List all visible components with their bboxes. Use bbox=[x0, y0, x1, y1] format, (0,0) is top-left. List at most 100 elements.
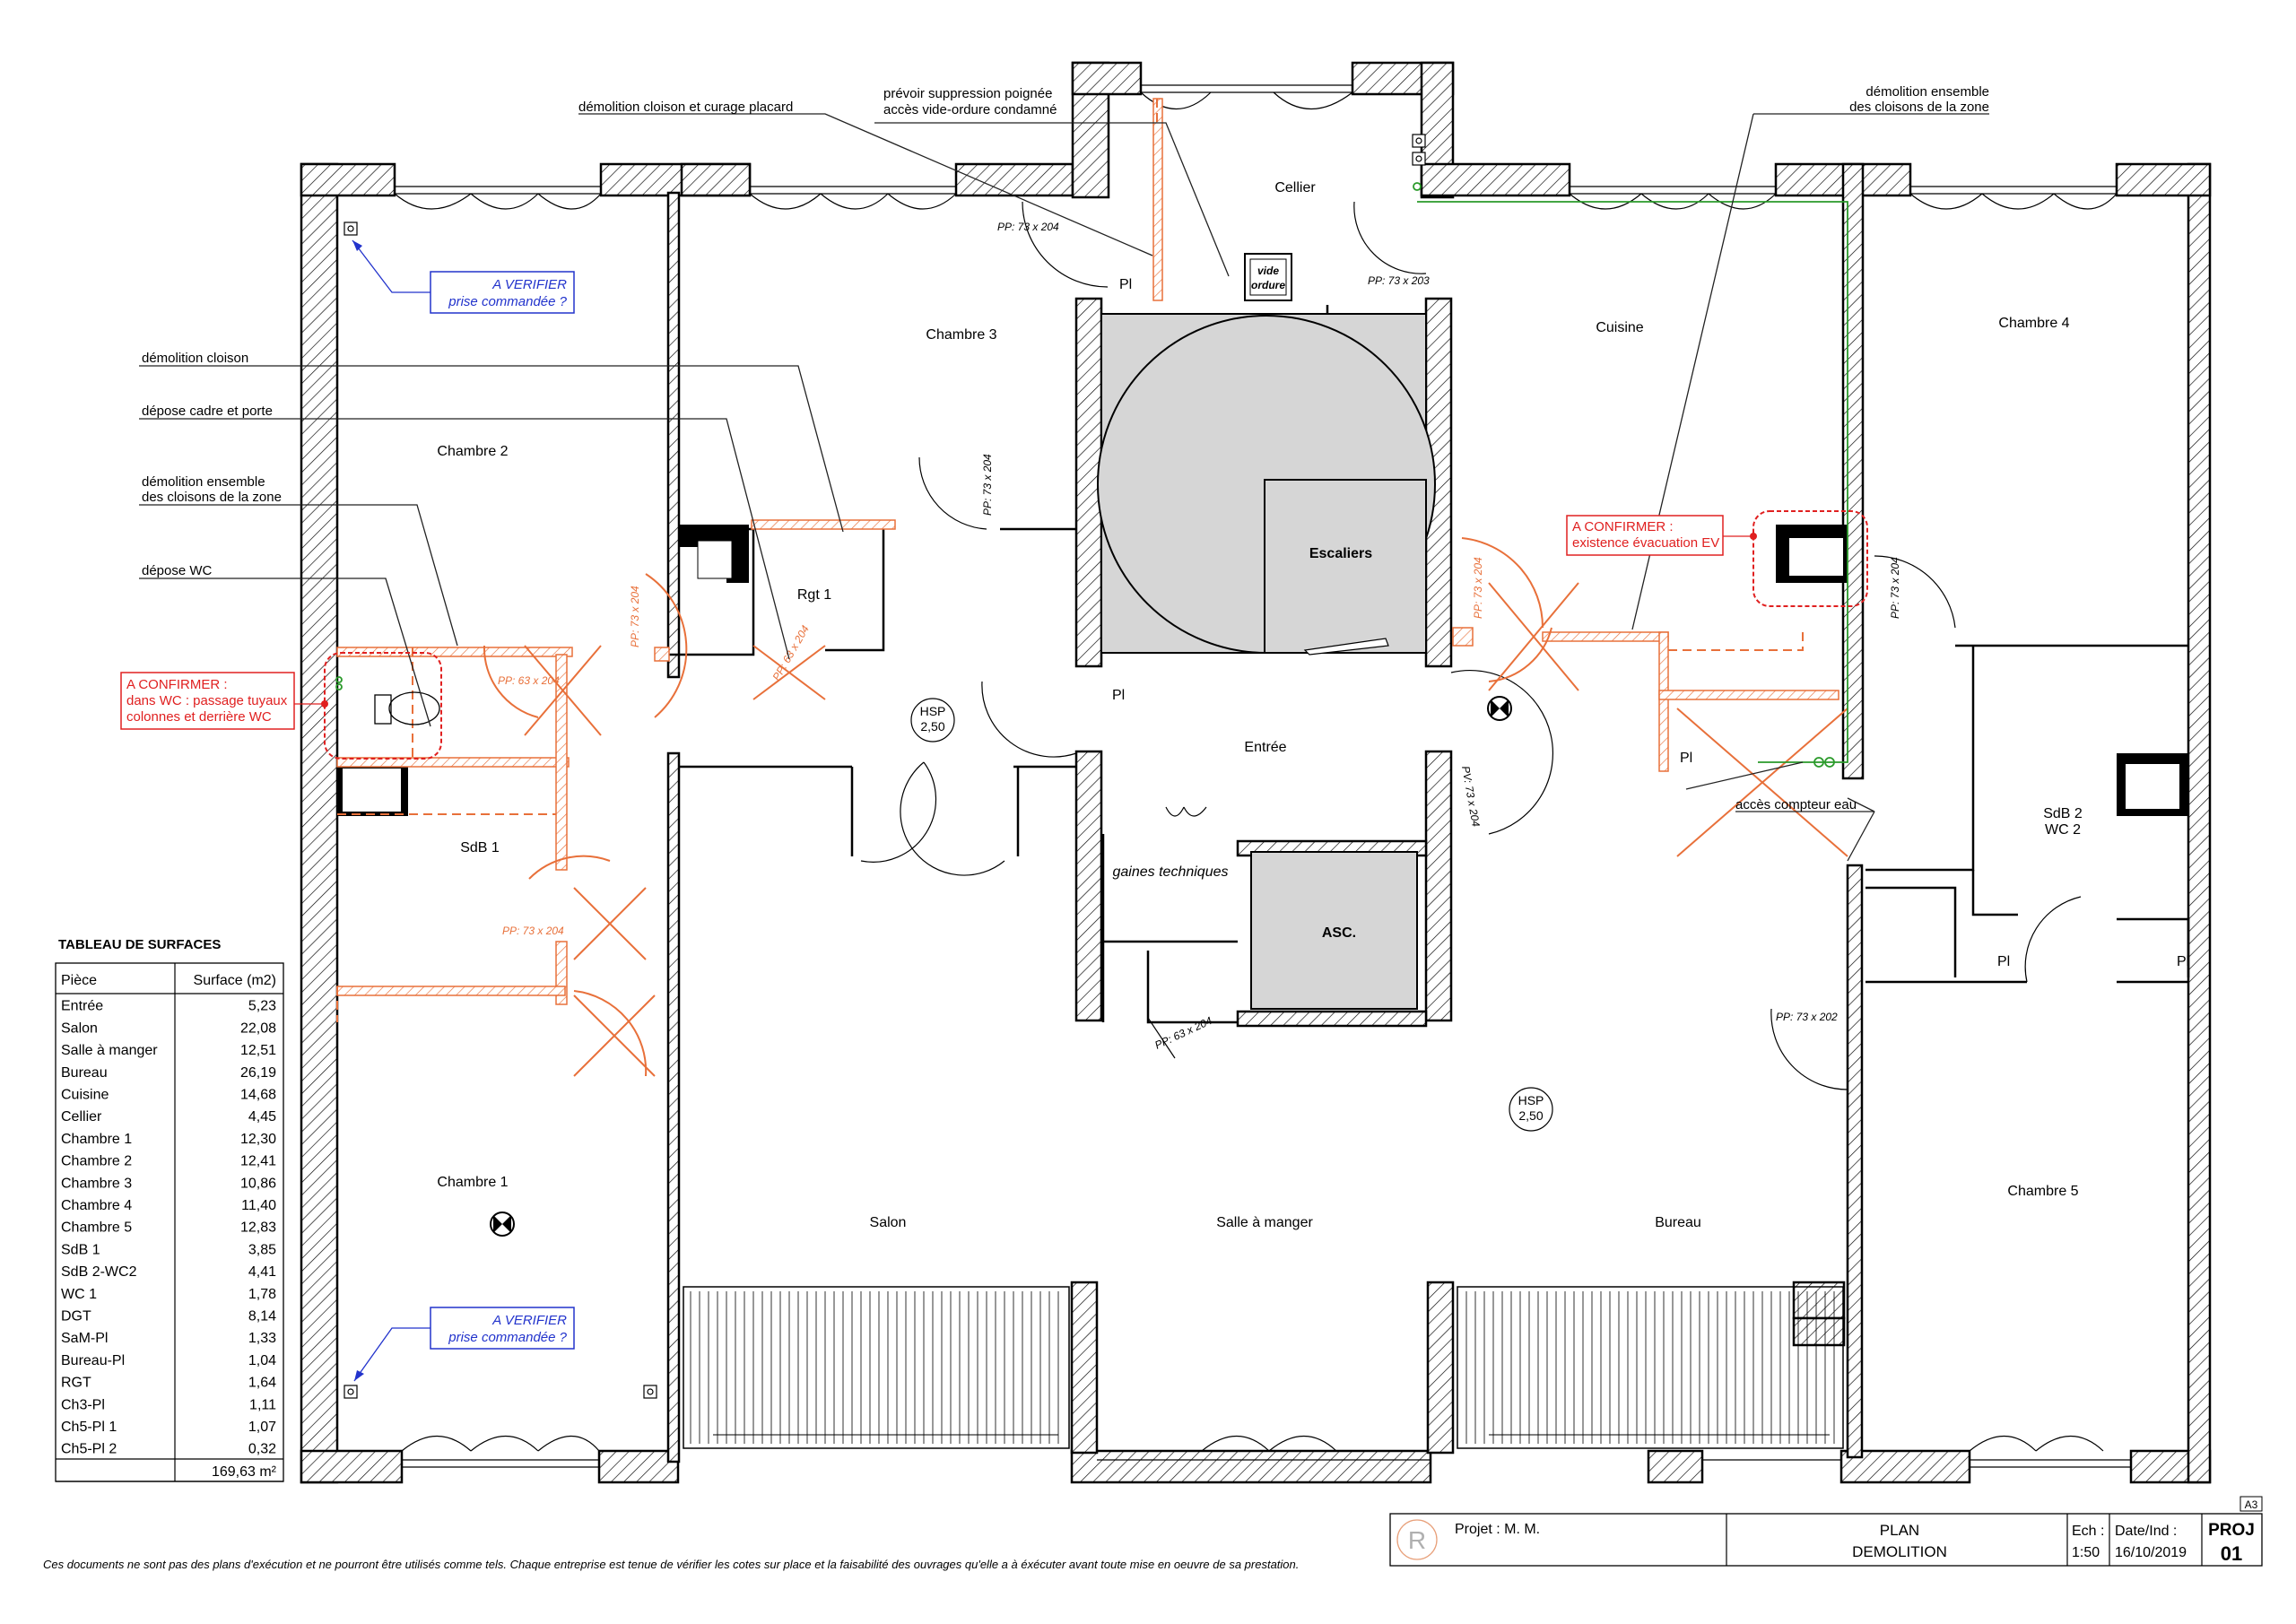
room-label-chambre4: Chambre 4 bbox=[1998, 316, 2069, 331]
surfaces-row-value: 8,14 bbox=[248, 1309, 276, 1324]
door-note: PP: 73 x 203 bbox=[1368, 274, 1430, 287]
surfaces-row-piece: Chambre 5 bbox=[61, 1220, 132, 1236]
surfaces-row-value: 1,04 bbox=[248, 1353, 276, 1368]
date-value: 16/10/2019 bbox=[2115, 1545, 2187, 1560]
surfaces-row-value: 1,78 bbox=[248, 1287, 276, 1302]
scale-value: 1:50 bbox=[2072, 1545, 2100, 1560]
surfaces-row-piece: Cuisine bbox=[61, 1088, 109, 1103]
note-compteur: accès compteur eau bbox=[1735, 797, 1857, 812]
surfaces-row-piece: Cellier bbox=[61, 1109, 102, 1125]
surfaces-row-value: 4,41 bbox=[248, 1264, 276, 1280]
room-label-sdb2-line1: SdB 2 bbox=[2043, 806, 2083, 821]
confirm-wc-line3: colonnes et derrière WC bbox=[126, 709, 272, 725]
surfaces-row-value: 1,07 bbox=[248, 1420, 276, 1435]
trash-chute: vide ordure bbox=[1244, 253, 1292, 301]
surfaces-row-value: 11,40 bbox=[241, 1198, 276, 1213]
surfaces-row-piece: Bureau bbox=[61, 1065, 108, 1081]
verify-bottom-line2: prise commandée ? bbox=[448, 1330, 567, 1345]
room-label-gaines: gaines techniques bbox=[1113, 864, 1229, 880]
surfaces-row-value: 0,32 bbox=[248, 1442, 276, 1457]
surfaces-row-piece: Salle à manger bbox=[61, 1043, 158, 1058]
surfaces-row-value: 12,83 bbox=[240, 1220, 276, 1236]
door-note: PP: 73 x 204 bbox=[502, 925, 564, 937]
door-note: PP: 73 x 204 bbox=[997, 221, 1059, 233]
room-label-sdb1: SdB 1 bbox=[460, 840, 500, 855]
door-note: PP: 73 x 204 bbox=[1889, 557, 1901, 619]
chute-label-line2: ordure bbox=[1251, 279, 1285, 291]
verify-top-line2: prise commandée ? bbox=[448, 294, 567, 309]
surfaces-row-piece: Bureau-Pl bbox=[61, 1353, 125, 1368]
surfaces-row-value: 26,19 bbox=[240, 1065, 276, 1081]
room-label-bureau: Bureau bbox=[1655, 1215, 1701, 1230]
disclaimer-text: Ces documents ne sont pas des plans d'ex… bbox=[43, 1558, 1299, 1571]
format-label: A3 bbox=[2245, 1498, 2258, 1511]
confirm-callout-ev: A CONFIRMER : existence évacuation EV bbox=[1566, 510, 1868, 607]
annotation-leaders bbox=[139, 113, 1989, 862]
surfaces-row-piece: RGT bbox=[61, 1376, 91, 1391]
closet-label: Pl bbox=[1680, 751, 1692, 766]
bay-windows bbox=[683, 1286, 1844, 1449]
surfaces-row-piece: SdB 2-WC2 bbox=[61, 1264, 137, 1280]
room-label-entree: Entrée bbox=[1244, 740, 1286, 755]
door-note: PP: 63 x 204 bbox=[498, 674, 560, 687]
surfaces-row-value: 12,51 bbox=[240, 1043, 276, 1058]
proj-label: PROJ bbox=[2208, 1521, 2255, 1540]
room-label-chambre1: Chambre 1 bbox=[437, 1175, 508, 1190]
closet-label: Pl bbox=[1119, 277, 1132, 292]
surfaces-total: 169,63 m² bbox=[212, 1464, 277, 1480]
surfaces-row-piece: Chambre 2 bbox=[61, 1154, 132, 1169]
plan-title-line1: PLAN bbox=[1880, 1522, 1919, 1539]
room-label-salle-manger: Salle à manger bbox=[1216, 1215, 1313, 1230]
title-block: A3 R Projet : M. M. PLAN DEMOLITION Ech … bbox=[1389, 1496, 2263, 1567]
door-note: PP: 63 x 204 bbox=[1152, 1014, 1213, 1052]
door-note: PP: 73 x 202 bbox=[1776, 1011, 1838, 1023]
light-fixture-entree bbox=[1487, 696, 1512, 721]
chimney-ducts bbox=[337, 525, 2188, 816]
closet-label: Pl bbox=[2177, 954, 2189, 969]
surfaces-row-piece: Chambre 4 bbox=[61, 1198, 132, 1213]
surfaces-row-value: 1,33 bbox=[248, 1331, 276, 1346]
annotation-texts: démolition cloison et curage placard pré… bbox=[142, 84, 1989, 812]
room-label-chambre3: Chambre 3 bbox=[926, 327, 996, 343]
project-label: Projet : M. M. bbox=[1455, 1522, 1540, 1537]
surfaces-row-piece: Chambre 3 bbox=[61, 1176, 132, 1191]
surfaces-row-value: 1,64 bbox=[248, 1376, 276, 1391]
confirm-ev-line2: existence évacuation EV bbox=[1572, 535, 1719, 551]
surfaces-row-value: 3,85 bbox=[248, 1242, 276, 1257]
hsp-label-2: HSP bbox=[1518, 1093, 1544, 1107]
plan-title-line2: DEMOLITION bbox=[1852, 1543, 1947, 1560]
note-demol-zone-l-line2: des cloisons de la zone bbox=[142, 490, 282, 505]
hsp-value-2: 2,50 bbox=[1518, 1108, 1543, 1123]
confirm-ev-line1: A CONFIRMER : bbox=[1572, 519, 1674, 534]
surfaces-row-piece: Salon bbox=[61, 1020, 98, 1036]
surfaces-row-piece: SdB 1 bbox=[61, 1242, 100, 1257]
door-note: PV: 73 x 204 bbox=[1459, 765, 1483, 828]
note-demol-cloison: démolition cloison bbox=[142, 351, 248, 366]
surfaces-row-piece: Entrée bbox=[61, 999, 103, 1014]
note-demol-zone-l-line1: démolition ensemble bbox=[142, 474, 265, 490]
surfaces-row-piece: DGT bbox=[61, 1309, 91, 1324]
note-depose-wc: dépose WC bbox=[142, 563, 213, 578]
surfaces-row-value: 12,41 bbox=[240, 1154, 276, 1169]
surfaces-title: TABLEAU DE SURFACES bbox=[58, 937, 221, 952]
surfaces-row-value: 10,86 bbox=[240, 1176, 276, 1191]
room-label-cuisine: Cuisine bbox=[1596, 320, 1643, 335]
note-demol-zone-r-line1: démolition ensemble bbox=[1866, 84, 1989, 100]
note-poignee-line1: prévoir suppression poignée bbox=[883, 86, 1052, 101]
verify-callout-bottom: A VERIFIER prise commandée ? bbox=[353, 1307, 575, 1382]
confirm-callout-wc: A CONFIRMER : dans WC : passage tuyaux c… bbox=[120, 652, 442, 760]
surfaces-row-piece: Ch5-Pl 1 bbox=[61, 1420, 117, 1435]
ceiling-height-marker: HSP 2,50 bbox=[1509, 1087, 1553, 1132]
surfaces-row-piece: WC 1 bbox=[61, 1287, 97, 1302]
door-swings bbox=[860, 201, 2082, 1090]
door-note: PP: 73 x 204 bbox=[629, 586, 641, 647]
surfaces-row-value: 14,68 bbox=[240, 1088, 276, 1103]
room-label-sdb2-line2: WC 2 bbox=[2045, 822, 2081, 838]
note-poignee-line2: accès vide-ordure condamné bbox=[883, 102, 1057, 117]
note-demol-placard: démolition cloison et curage placard bbox=[578, 100, 793, 115]
date-label: Date/Ind : bbox=[2115, 1524, 2177, 1539]
surfaces-row-value: 4,45 bbox=[248, 1109, 276, 1125]
room-label-salon: Salon bbox=[870, 1215, 907, 1230]
confirm-wc-line2: dans WC : passage tuyaux bbox=[126, 693, 288, 708]
